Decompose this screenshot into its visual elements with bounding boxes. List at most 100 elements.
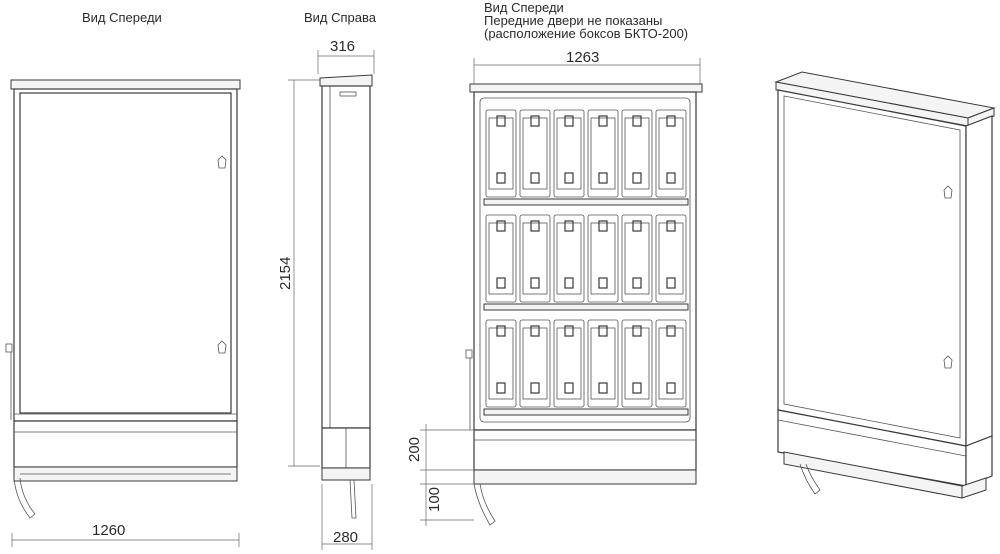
fuse-clip: [632, 382, 642, 394]
bkto-box: [485, 319, 517, 408]
open-view-title-3: (расположение боксов БКТО-200): [484, 26, 688, 41]
bkto-box-inner: [590, 117, 616, 190]
front-view: Вид Спереди 1260: [5, 10, 241, 547]
cable: [13, 477, 36, 519]
front-top-cap: [10, 79, 241, 90]
fuse-clip: [632, 325, 642, 337]
fuse-clip: [496, 115, 506, 127]
fuse-clip: [598, 220, 608, 232]
iso-door: [783, 95, 961, 439]
fuse-clip: [496, 325, 506, 337]
bkto-box-inner: [488, 222, 514, 295]
bkto-box-inner: [522, 222, 548, 295]
fuse-clip: [564, 172, 574, 184]
bkto-box: [621, 214, 653, 303]
fuse-clip: [632, 115, 642, 127]
fuse-clip: [632, 172, 642, 184]
bkto-box: [553, 214, 585, 303]
bkto-box: [519, 214, 551, 303]
open-plinth: [473, 429, 697, 471]
bkto-box-inner: [522, 117, 548, 190]
bkto-box-inner: [556, 222, 582, 295]
side-height-dim: 2154: [277, 257, 294, 290]
bkto-box-inner: [590, 222, 616, 295]
fuse-clip: [564, 325, 574, 337]
front-view-title: Вид Спереди: [82, 10, 162, 25]
fuse-clip: [530, 382, 540, 394]
bkto-box: [519, 319, 551, 408]
front-width-dim: 1260: [92, 522, 125, 539]
front-plinth: [13, 420, 238, 468]
fuse-clip: [530, 115, 540, 127]
bkto-box: [553, 109, 585, 198]
fuse-clip: [598, 115, 608, 127]
fuse-clip: [598, 277, 608, 289]
fuse-clip: [632, 220, 642, 232]
fuse-clip: [666, 172, 676, 184]
bkto-box-inner: [658, 222, 684, 295]
side-body: [321, 85, 371, 429]
fuse-clip: [564, 382, 574, 394]
bkto-box: [587, 214, 619, 303]
open-frame: [473, 91, 697, 431]
bkto-box-inner: [658, 327, 684, 400]
din-rail: [483, 198, 689, 206]
bkto-box-inner: [658, 117, 684, 190]
fuse-clip: [666, 382, 676, 394]
bkto-box: [655, 109, 687, 198]
fuse-clip: [530, 220, 540, 232]
fuse-clip: [598, 382, 608, 394]
bkto-box-inner: [624, 117, 650, 190]
fuse-clip: [598, 172, 608, 184]
fuse-clip: [598, 325, 608, 337]
open-width-dim: 1263: [566, 49, 599, 66]
bkto-box-inner: [624, 222, 650, 295]
bkto-box: [587, 109, 619, 198]
bkto-box: [655, 319, 687, 408]
lock-icon: [943, 355, 953, 369]
side-depth-top-dim: 316: [330, 38, 355, 55]
iso-front: [777, 89, 967, 447]
din-rail: [483, 303, 689, 311]
open-front-view: Вид Спереди Передние двери не показаны (…: [406, 0, 703, 526]
side-depth-bottom-dim: 280: [333, 529, 358, 546]
box-grid: [483, 109, 689, 416]
fuse-clip: [666, 277, 676, 289]
bkto-box: [621, 319, 653, 408]
open-base: [473, 469, 697, 485]
front-door: [19, 92, 232, 414]
bkto-box-inner: [590, 327, 616, 400]
fuse-clip: [666, 115, 676, 127]
fuse-clip: [496, 277, 506, 289]
fuse-clip: [496, 382, 506, 394]
bkto-box-inner: [556, 117, 582, 190]
lock-icon: [217, 340, 227, 354]
fuse-clip: [666, 325, 676, 337]
base-height-dim: 100: [426, 487, 443, 512]
bkto-box: [553, 319, 585, 408]
open-view-title-1: Вид Спереди: [484, 0, 564, 15]
fuse-clip: [666, 220, 676, 232]
fuse-clip: [530, 277, 540, 289]
open-inner-frame: [479, 97, 691, 423]
side-roof: [319, 74, 373, 87]
fuse-clip: [496, 220, 506, 232]
isometric-view: [774, 71, 996, 499]
fuse-clip: [530, 325, 540, 337]
bkto-box-inner: [488, 327, 514, 400]
bkto-box: [485, 109, 517, 198]
fuse-clip: [564, 277, 574, 289]
lock-icon: [943, 185, 953, 199]
side-view: Вид Справа 316 2154 280: [277, 10, 377, 550]
bkto-box-inner: [556, 327, 582, 400]
din-rail: [483, 408, 689, 416]
side-view-title: Вид Справа: [304, 10, 377, 25]
lock-icon: [217, 155, 227, 169]
bkto-box-inner: [488, 117, 514, 190]
bkto-box-inner: [624, 327, 650, 400]
bkto-box: [519, 109, 551, 198]
iso-side: [965, 115, 993, 447]
fuse-clip: [564, 115, 574, 127]
fuse-clip: [632, 277, 642, 289]
